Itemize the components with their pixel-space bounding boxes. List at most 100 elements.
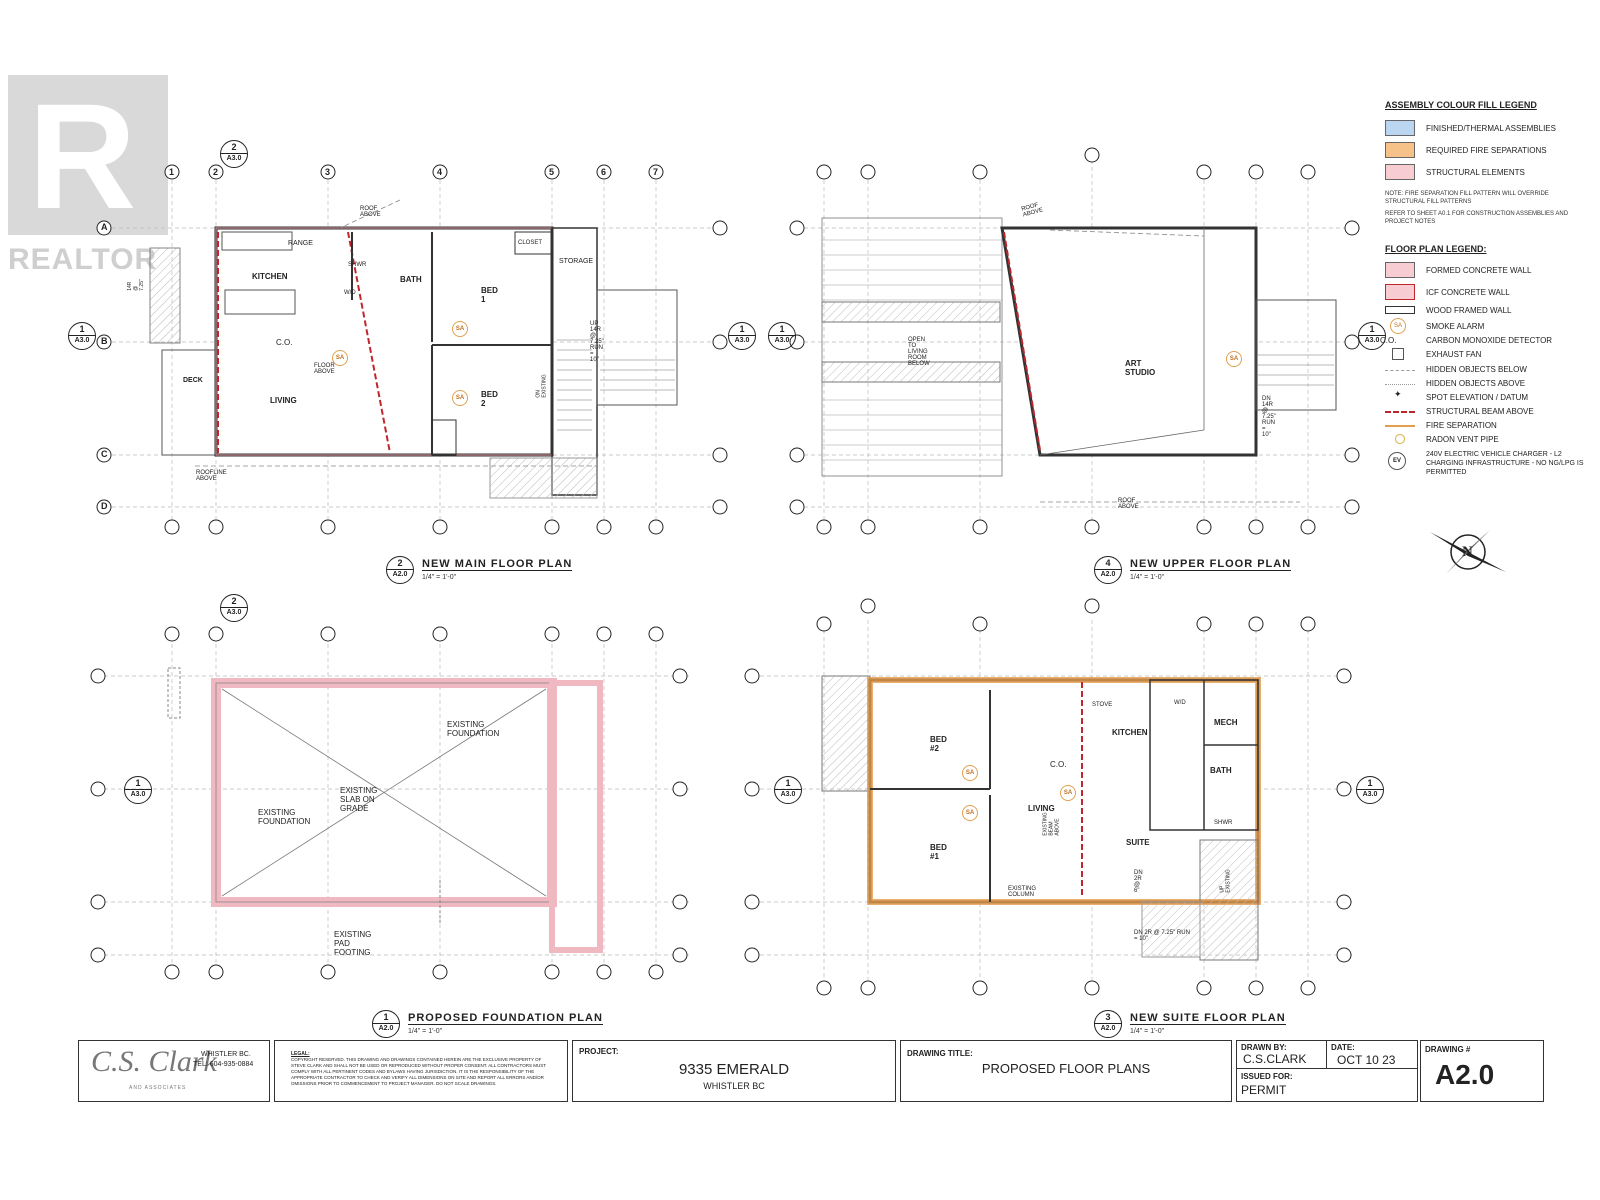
legend-label: CARBON MONOXIDE DETECTOR [1426,336,1553,345]
legend-label: WOOD FRAMED WALL [1426,306,1512,315]
room-label: BED #1 [930,843,947,861]
fire-separation-line [1385,425,1415,427]
issued-value: PERMIT [1241,1083,1287,1097]
main-floor-plan [96,164,728,535]
room-label: W/D [1174,700,1186,706]
co-label: C.O. [276,338,293,347]
smoke-alarm-icon: SA [1226,351,1242,367]
realtor-logo-text: REALTOR [8,243,158,276]
legal-title: LEGAL: [291,1051,310,1057]
roofline-above-label: ROOFLINE ABOVE [196,470,227,482]
smoke-alarm-icon: SA [452,390,468,406]
room-label: KITCHEN [1112,728,1148,737]
floor-above-label: FLOOR ABOVE [314,363,335,375]
legend-label: HIDDEN OBJECTS BELOW [1426,365,1527,374]
ev-charger-icon: EV [1388,452,1406,470]
room-label: MECH [1214,718,1238,727]
plan-scale: 1/4" = 1'-0" [408,1028,443,1035]
legend-swatch [1385,164,1415,180]
slab-label: EXISTING SLAB ON GRADE [340,786,378,813]
north-arrow-icon [1430,530,1506,574]
plan-title: NEW MAIN FLOOR PLAN [422,558,573,571]
roof-above-label: ROOF ABOVE [1118,498,1139,510]
room-label: RANGE [288,240,313,247]
firm-city: WHISTLER BC. [201,1051,251,1058]
date-value: OCT 10 23 [1337,1053,1396,1067]
legend-label: FIRE SEPARATION [1426,421,1497,430]
drawn-by-label: DRAWN BY: [1241,1043,1287,1052]
room-label: STOVE [1092,702,1113,708]
plan-scale: 1/4" = 1'-0" [422,574,457,581]
room-label: SUITE [1126,838,1150,847]
smoke-alarm-icon: SA [962,765,978,781]
co-label: C.O. [1050,760,1067,769]
legend-label: ICF CONCRETE WALL [1426,288,1510,297]
drawing-number-box: DRAWING # A2.0 [1420,1040,1544,1102]
hidden-above-line [1385,384,1415,385]
room-label: BATH [1210,766,1232,775]
beam-label: EXISTING BEAM ABOVE [1042,812,1061,836]
legend-label: EXHAUST FAN [1426,350,1482,359]
floor-legend-title: FLOOR PLAN LEGEND: [1385,244,1487,254]
date-label: DATE: [1331,1043,1355,1052]
room-label: SHWR [348,262,367,268]
plan-title: NEW SUITE FLOOR PLAN [1130,1012,1286,1025]
date-box: DATE: OCT 10 23 [1326,1040,1418,1070]
legend-label: STRUCTURAL ELEMENTS [1426,168,1525,177]
project-box: PROJECT: 9335 EMERALD WHISTLER BC [572,1040,896,1102]
project-city: WHISTLER BC [703,1081,765,1091]
room-label: W/D [344,290,356,296]
legend-note: NOTE: FIRE SEPARATION FILL PATTERN WILL … [1385,191,1549,205]
smoke-alarm-icon: SA [1390,318,1406,334]
issued-label: ISSUED FOR: [1241,1072,1293,1081]
plan-scale: 1/4" = 1'-0" [1130,574,1165,581]
legend-label: FINISHED/THERMAL ASSEMBLIES [1426,124,1556,133]
legend-swatch [1385,120,1415,136]
stair-label: ON EXISTING [535,374,548,398]
room-label: CLOSET [518,240,543,246]
legend-label: SPOT ELEVATION / DATUM [1426,393,1529,402]
legend-swatch [1385,306,1415,314]
room-label: BED #2 [930,735,947,753]
room-label: LIVING [270,396,297,405]
plan-title: PROPOSED FOUNDATION PLAN [408,1012,603,1025]
room-label: LIVING [1028,804,1055,813]
legend-label: REQUIRED FIRE SEPARATIONS [1426,146,1547,155]
drawing-title-label: DRAWING TITLE: [907,1049,973,1058]
room-label: ART STUDIO [1125,359,1156,377]
drawing-title: PROPOSED FLOOR PLANS [981,1061,1151,1076]
stair-label: DN 2R @ 6" [1134,870,1143,894]
legend-note: REFER TO SHEET A0.1 FOR CONSTRUCTION ASS… [1385,211,1569,225]
realtor-logo-icon: R [8,75,168,235]
drawing-title-box: DRAWING TITLE: PROPOSED FLOOR PLANS [900,1040,1232,1102]
realtor-watermark: R REALTOR [8,75,168,275]
exhaust-fan-icon [1392,348,1404,360]
room-label: STORAGE [559,258,594,265]
upper-floor-plan [789,147,1360,535]
firm-sub: AND ASSOCIATES [129,1085,187,1091]
issued-box: ISSUED FOR: PERMIT [1236,1068,1418,1102]
radon-pipe-icon [1395,434,1405,444]
drawing-number-label: DRAWING # [1425,1045,1471,1054]
drawn-by: C.S.CLARK [1243,1052,1307,1066]
foundation-label: EXISTING FOUNDATION [447,720,500,738]
co-detector-icon: C.O. [1380,336,1397,345]
room-label: BED 2 [481,390,498,408]
firm-box: C.S. Clark AND ASSOCIATES WHISTLER BC. T… [78,1040,270,1102]
legal-text: COPYRIGHT RESERVED. THIS DRAWING AND DRA… [291,1057,546,1086]
stair-label: UP 14R @ 7.25" RUN = 10" [590,321,604,363]
roof-above-label: ROOF ABOVE [360,206,381,218]
column-label: EXISTING COLUMN [1008,886,1037,898]
legend-label: FORMED CONCRETE WALL [1426,266,1532,275]
firm-tel: TEL: 604-935-0884 [193,1061,254,1068]
legend-label: RADON VENT PIPE [1426,435,1499,444]
stair-label: UP EXISTING [1219,869,1232,893]
